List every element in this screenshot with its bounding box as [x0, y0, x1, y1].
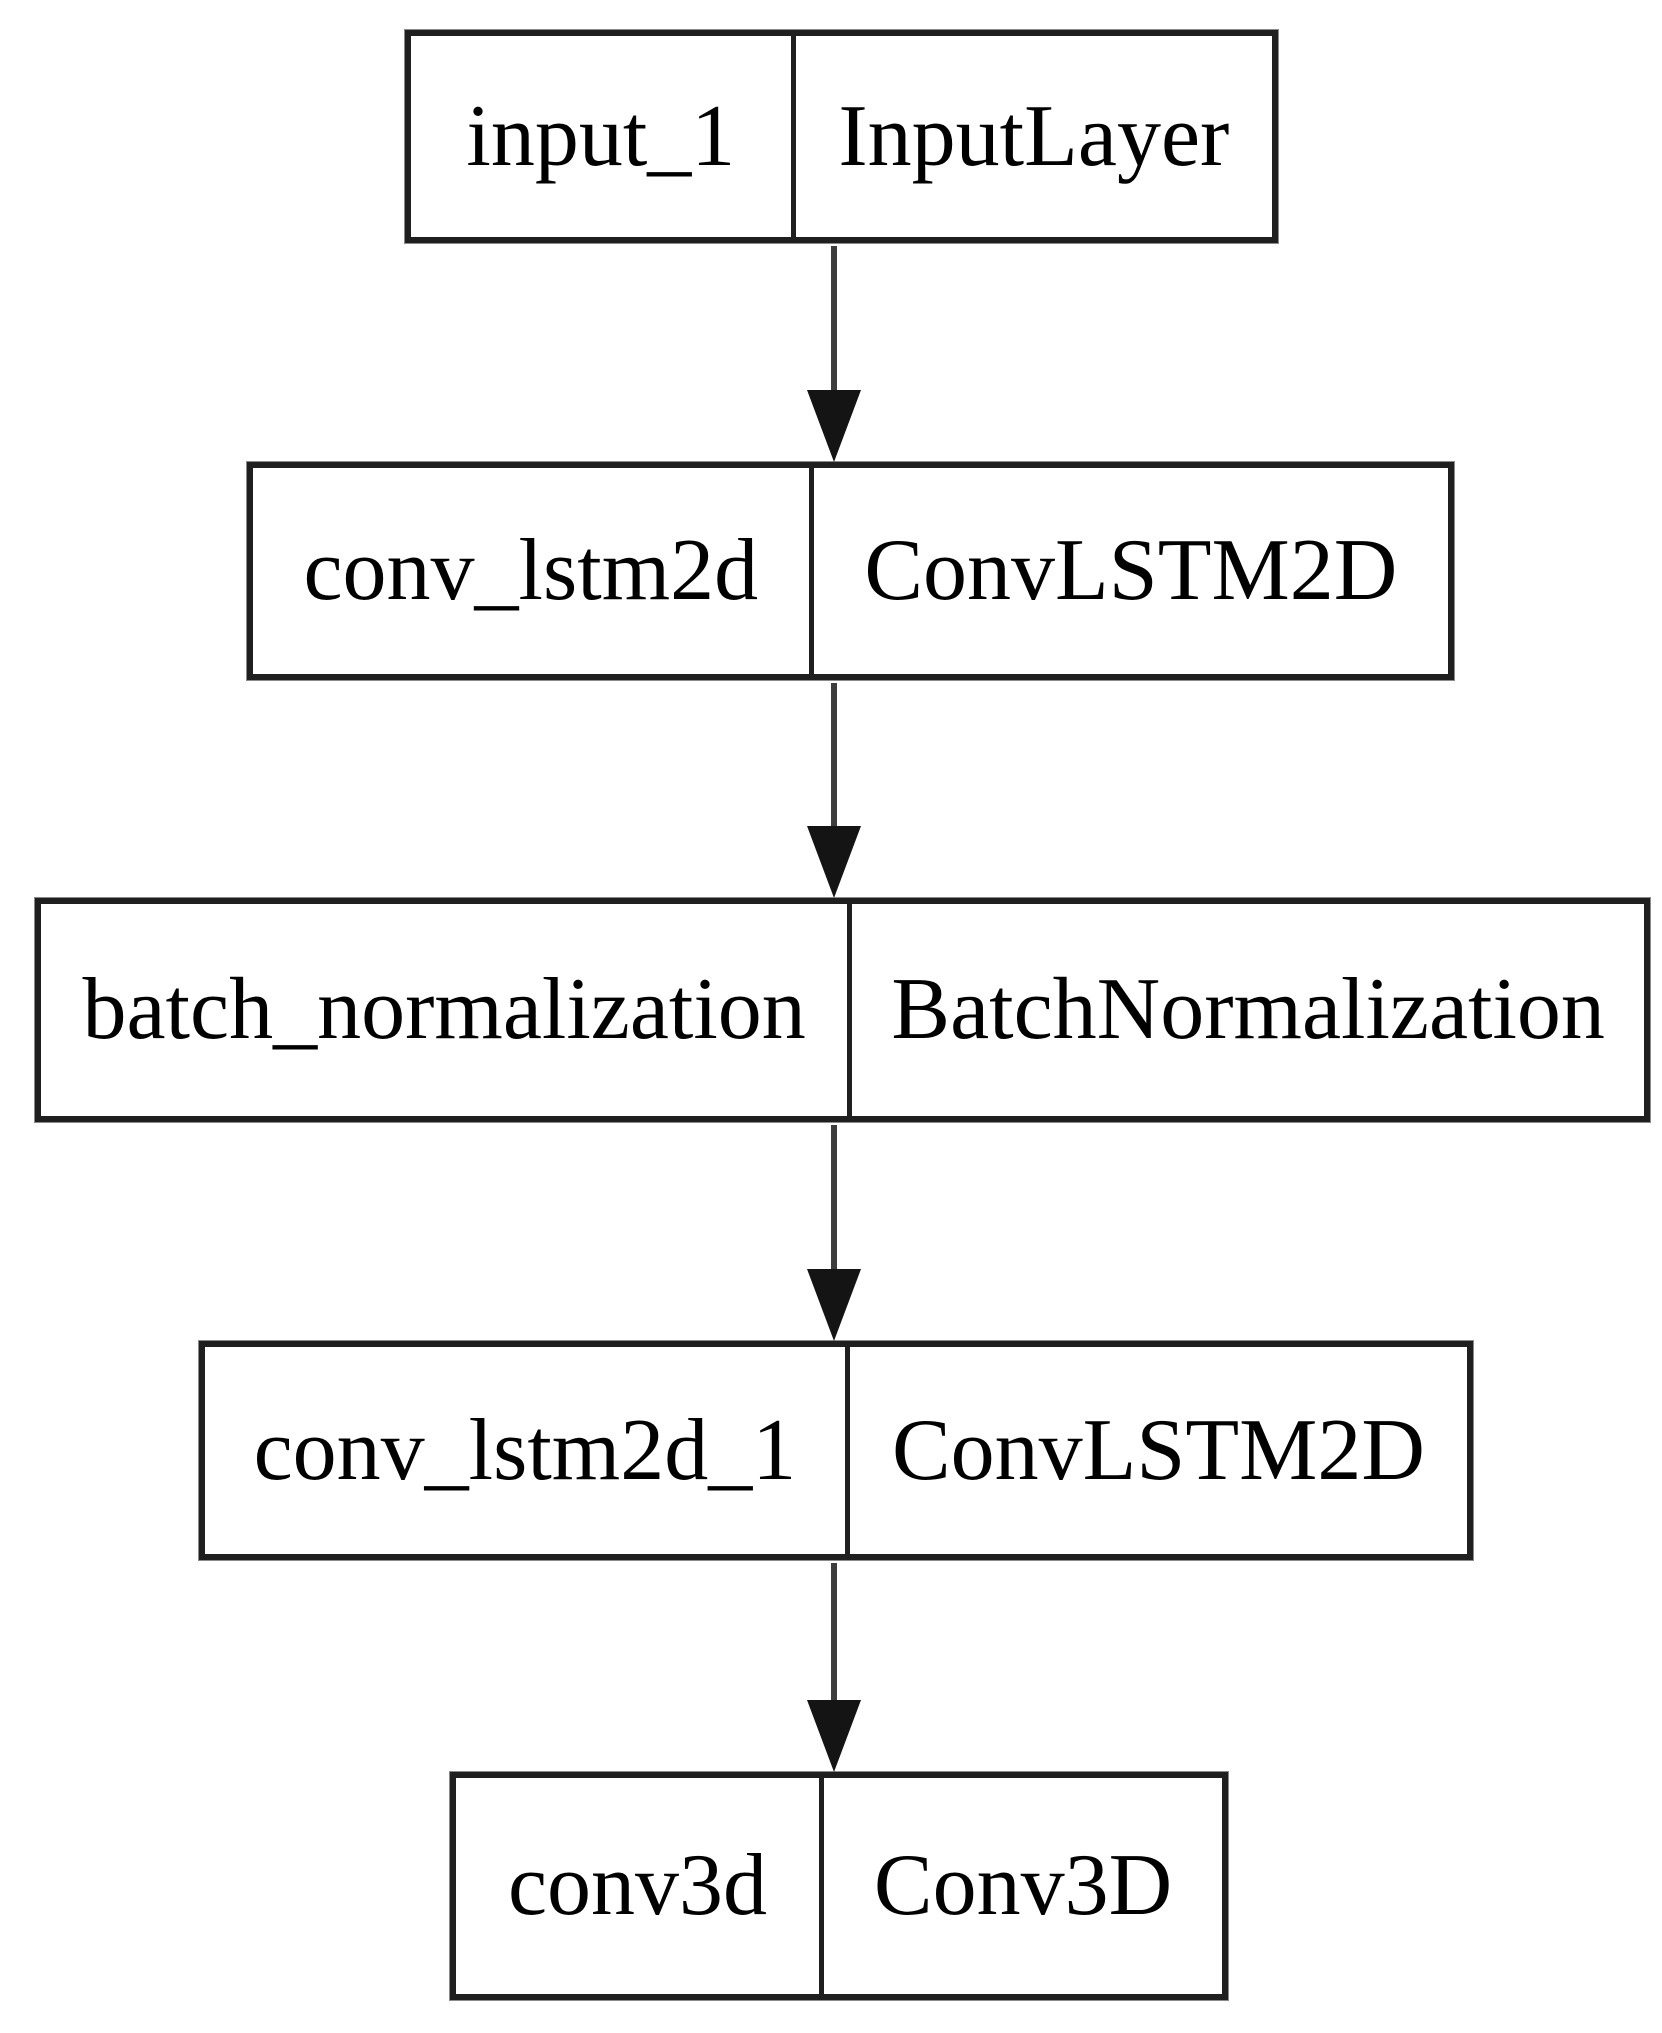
edge-line — [831, 246, 837, 394]
edge-line — [831, 683, 837, 829]
node-conv-lstm2d-1: conv_lstm2d_1 ConvLSTM2D — [199, 1341, 1473, 1560]
arrowhead-down-icon — [807, 390, 861, 462]
layer-type: ConvLSTM2D — [808, 468, 1448, 674]
arrowhead-down-icon — [807, 1269, 861, 1341]
node-conv3d: conv3d Conv3D — [450, 1772, 1228, 2000]
layer-name: conv_lstm2d — [303, 522, 759, 619]
layer-name: input_1 — [466, 87, 736, 185]
layer-name: conv_lstm2d_1 — [253, 1401, 797, 1499]
layer-name: batch_normalization — [82, 961, 806, 1058]
layer-type: BatchNormalization — [847, 904, 1644, 1116]
arrowhead-down-icon — [807, 826, 861, 898]
node-batch-normalization: batch_normalization BatchNormalization — [35, 898, 1650, 1122]
layer-type: Conv3D — [819, 1778, 1222, 1994]
layer-type: ConvLSTM2D — [844, 1347, 1467, 1554]
node-conv-lstm2d: conv_lstm2d ConvLSTM2D — [247, 462, 1454, 680]
arrowhead-down-icon — [807, 1700, 861, 1772]
layer-type: InputLayer — [790, 36, 1272, 237]
edge-line — [831, 1563, 837, 1703]
layer-name: conv3d — [508, 1837, 768, 1934]
edge-line — [831, 1125, 837, 1272]
node-input-1: input_1 InputLayer — [405, 30, 1278, 243]
